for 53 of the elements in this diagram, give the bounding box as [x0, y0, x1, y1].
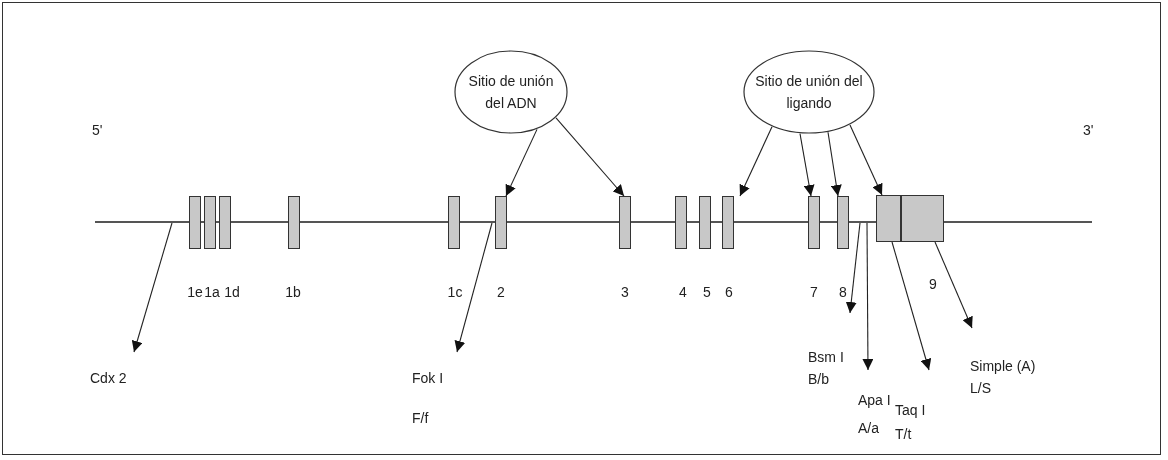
- site-label: Cdx 2: [90, 370, 127, 386]
- exon-number: 1c: [447, 284, 463, 300]
- exon-box: [876, 195, 944, 242]
- allele-label: B/b: [808, 371, 830, 387]
- site-label: Bsm I: [808, 349, 844, 365]
- arrow: [505, 128, 538, 197]
- ellipse-label: Sitio de unión del ADN: [467, 72, 555, 113]
- arrow: [891, 241, 932, 371]
- exon-number: 8: [839, 284, 847, 300]
- arrow: [131, 222, 173, 353]
- arrow: [739, 126, 773, 197]
- exon-number: 1b: [285, 284, 301, 300]
- exon-number: 9: [929, 276, 937, 292]
- exon-number: 1a: [204, 284, 220, 300]
- exon-number: 6: [725, 284, 733, 300]
- exon-box: [448, 196, 460, 249]
- exon-box: [189, 196, 201, 249]
- arrow: [827, 131, 842, 197]
- exon-box: [288, 196, 300, 249]
- exon-number: 2: [497, 284, 505, 300]
- exon-box: [837, 196, 849, 249]
- site-label: Fok I: [412, 370, 444, 386]
- exon-number: 4: [679, 284, 687, 300]
- exon-box: [699, 196, 711, 249]
- arrow: [845, 222, 861, 314]
- exon-box: [619, 196, 631, 249]
- arrow: [849, 124, 883, 196]
- strand-end-label: 3': [1083, 122, 1094, 138]
- ellipse-label: Sitio de unión del ligando: [754, 72, 864, 113]
- site-label: Taq I: [895, 402, 926, 418]
- arrow: [799, 133, 815, 197]
- exon-number: 1d: [224, 284, 240, 300]
- allele-label: F/f: [412, 410, 430, 426]
- exon-number: 1e: [187, 284, 203, 300]
- exon-number: 5: [703, 284, 711, 300]
- exon-number: 7: [810, 284, 818, 300]
- allele-label: A/a: [858, 420, 880, 436]
- exon-number: 3: [621, 284, 629, 300]
- arrow: [555, 117, 625, 197]
- exon-box: [675, 196, 687, 249]
- arrow: [862, 222, 874, 371]
- exon-box: [722, 196, 734, 249]
- exon-box: [219, 196, 231, 249]
- arrow: [454, 222, 493, 353]
- allele-label: L/S: [970, 380, 992, 396]
- arrow: [934, 241, 973, 329]
- exon-box: [495, 196, 507, 249]
- exon-box: [808, 196, 820, 249]
- site-label: Simple (A): [970, 358, 1036, 374]
- strand-end-label: 5': [92, 122, 103, 138]
- allele-label: T/t: [895, 426, 913, 442]
- exon-box: [204, 196, 216, 249]
- site-label: Apa I: [858, 392, 891, 408]
